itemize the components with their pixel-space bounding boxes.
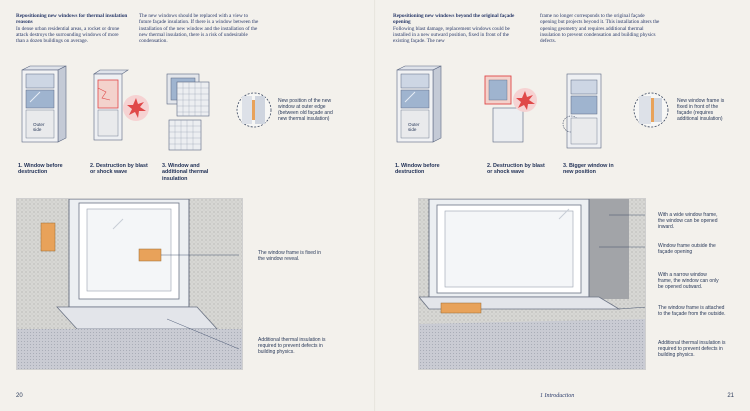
right-step-3-caption: 3. Bigger window in new position <box>563 163 614 176</box>
left-body-text: The new windows should be replaced with … <box>139 13 259 45</box>
left-photo-note-2: Additional thermal insulation is require… <box>258 337 326 355</box>
right-detail-note: New window frame is fixed in front of th… <box>677 98 725 122</box>
right-page: Repositioning new windows beyond the ori… <box>375 0 750 411</box>
left-detail-note: New position of the new window at outer … <box>278 98 333 122</box>
right-photo-note-1: With a wide window frame, the window can… <box>658 212 718 230</box>
left-step-1-caption: 1. Window before destruction <box>18 163 63 176</box>
left-text-block-2: The new windows should be replaced with … <box>139 13 261 44</box>
book-gutter <box>374 0 376 411</box>
step1-window-illustration <box>21 65 67 143</box>
running-head: 1 Introduction <box>540 393 575 399</box>
left-step-2-caption: 2. Destruction by blast or shock wave <box>90 163 148 176</box>
left-detail-circle <box>236 92 272 128</box>
right-page-number: 21 <box>727 393 734 399</box>
right-text-block-1: Repositioning new windows beyond the ori… <box>393 13 515 44</box>
right-step1-window-illustration <box>396 65 442 143</box>
right-body-text: frame no longer corresponds to the origi… <box>540 13 660 45</box>
left-step-3-caption: 3. Window and additional thermal insulat… <box>162 163 209 182</box>
left-page: Repositioning new windows for thermal in… <box>16 13 333 399</box>
left-page-number: 20 <box>16 393 23 399</box>
right-photo-note-5: Additional thermal insulation is require… <box>658 340 726 358</box>
step2-blast-illustration <box>93 69 149 141</box>
right-step-2-caption: 2. Destruction by blast or shock wave <box>487 163 545 176</box>
right-detail-circle <box>633 92 669 128</box>
left-intro-text: In dense urban residential areas, a rock… <box>16 25 120 45</box>
right-photo-note-2: Window frame outside the façade opening <box>658 243 716 255</box>
left-text-block-1: Repositioning new windows for thermal in… <box>16 13 128 44</box>
right-step-1-caption: 1. Window before destruction <box>395 163 440 176</box>
step3-insulation-illustration <box>166 73 210 151</box>
left-heading: Repositioning new windows for thermal in… <box>16 13 128 26</box>
left-photo-note-1: The window frame is fixed in the window … <box>258 250 322 262</box>
left-outer-side-label: Outer side <box>33 122 45 132</box>
right-intro-text: Following blast damage, replacement wind… <box>393 25 510 45</box>
right-photo-note-3: With a narrow window frame, the window c… <box>658 272 719 290</box>
right-outer-side-label: Outer side <box>408 122 420 132</box>
right-step3-bigger-window-illustration <box>562 73 602 149</box>
right-step2-blast-illustration <box>484 75 537 143</box>
left-window-reveal-illustration <box>16 198 243 370</box>
right-window-facade-illustration <box>418 198 646 370</box>
right-text-block-2: frame no longer corresponds to the origi… <box>540 13 660 44</box>
right-photo-note-4: The window frame is attached to the faça… <box>658 305 726 317</box>
right-heading: Repositioning new windows beyond the ori… <box>393 13 515 26</box>
